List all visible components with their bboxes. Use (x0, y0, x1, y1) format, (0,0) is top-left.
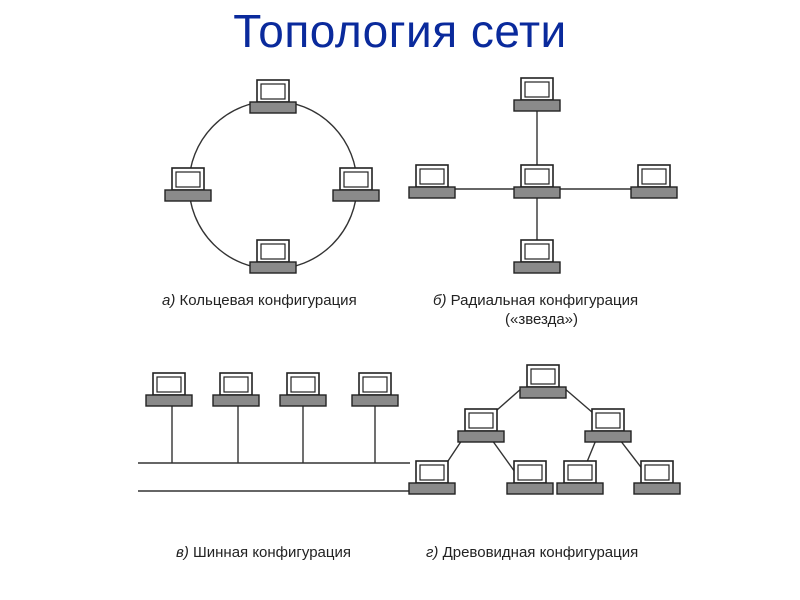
star-computer (408, 164, 456, 199)
tree-diagram: г) Древовидная конфигурация (408, 364, 681, 561)
tree-leaf-computer (633, 460, 681, 495)
bus-computer (145, 372, 193, 407)
ring-computer (332, 167, 380, 202)
star-hub-computer (513, 164, 561, 199)
ring-computer (164, 167, 212, 202)
bus-computer (351, 372, 399, 407)
tree-leaf-computer (556, 460, 604, 495)
tree-caption: г) Древовидная конфигурация (426, 544, 638, 561)
star-diagram: б) Радиальная конфигурация («звезда») (408, 77, 678, 328)
tree-root-computer (519, 364, 567, 399)
tree-computer (457, 408, 505, 443)
tree-leaf-computer (506, 460, 554, 495)
star-computer (513, 77, 561, 112)
ring-caption: а) Кольцевая конфигурация (162, 292, 357, 309)
star-caption: б) Радиальная конфигурация (433, 292, 638, 309)
ring-computer (249, 79, 297, 114)
tree-leaf-computer (408, 460, 456, 495)
tree-computer (584, 408, 632, 443)
ring-computer (249, 239, 297, 274)
bus-diagram: в) Шинная конфигурация (138, 372, 410, 561)
bus-caption: в) Шинная конфигурация (176, 544, 351, 561)
page-title: Топология сети (233, 5, 567, 57)
star-computer (630, 164, 678, 199)
bus-computer (212, 372, 260, 407)
star-caption-line2: («звезда») (505, 311, 578, 328)
bus-computer (279, 372, 327, 407)
ring-diagram: а) Кольцевая конфигурация (162, 79, 380, 309)
star-computer (513, 239, 561, 274)
